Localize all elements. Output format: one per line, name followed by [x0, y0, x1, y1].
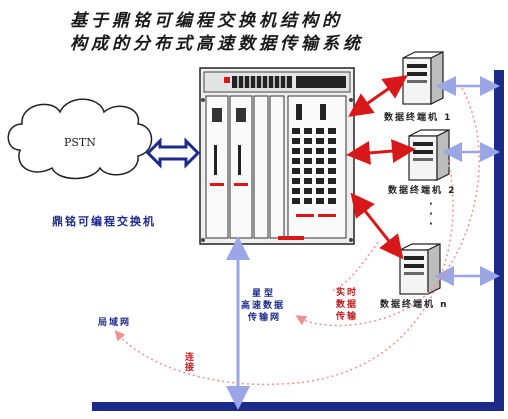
data-terminal-2 [408, 129, 450, 181]
pstn-label: PSTN [64, 136, 96, 149]
diagram-title-line2: 构成的分布式高速数据传输系统 [70, 34, 364, 54]
terminal-1-label: 数据终端机 1 [384, 113, 453, 123]
star-network-label-3: 传输网 [248, 313, 282, 323]
connect-label: 连接 [183, 352, 193, 372]
star-link-2 [346, 139, 416, 165]
star-network-label-1: 星型 [252, 289, 277, 299]
realtime-label-2: 数据 [336, 300, 359, 310]
star-link-1 [348, 75, 408, 117]
star-network-label-2: 高速数据 [241, 301, 286, 311]
lan-bus-vertical [494, 70, 504, 410]
pstn-switch-link [145, 137, 201, 169]
data-terminal-n [399, 243, 441, 295]
realtime-label-3: 传输 [336, 312, 359, 322]
data-terminal-1 [402, 51, 444, 105]
pstn-cloud [7, 98, 153, 180]
programmable-switch [199, 67, 355, 245]
realtime-path-right [295, 87, 480, 327]
lan-bus-horizontal [92, 402, 504, 411]
lan-label: 局域网 [98, 318, 132, 328]
star-link-n [350, 192, 404, 260]
terminal-n-label: 数据终端机 n [380, 300, 449, 310]
switch-label: 鼎铭可编程交换机 [52, 215, 156, 228]
terminal-2-label: 数据终端机 2 [388, 186, 457, 196]
realtime-label-1: 实时 [336, 288, 359, 298]
diagram-title-line1: 基于鼎铭可编程交换机结构的 [70, 11, 343, 31]
terminal-ellipsis: · · · [429, 199, 433, 230]
